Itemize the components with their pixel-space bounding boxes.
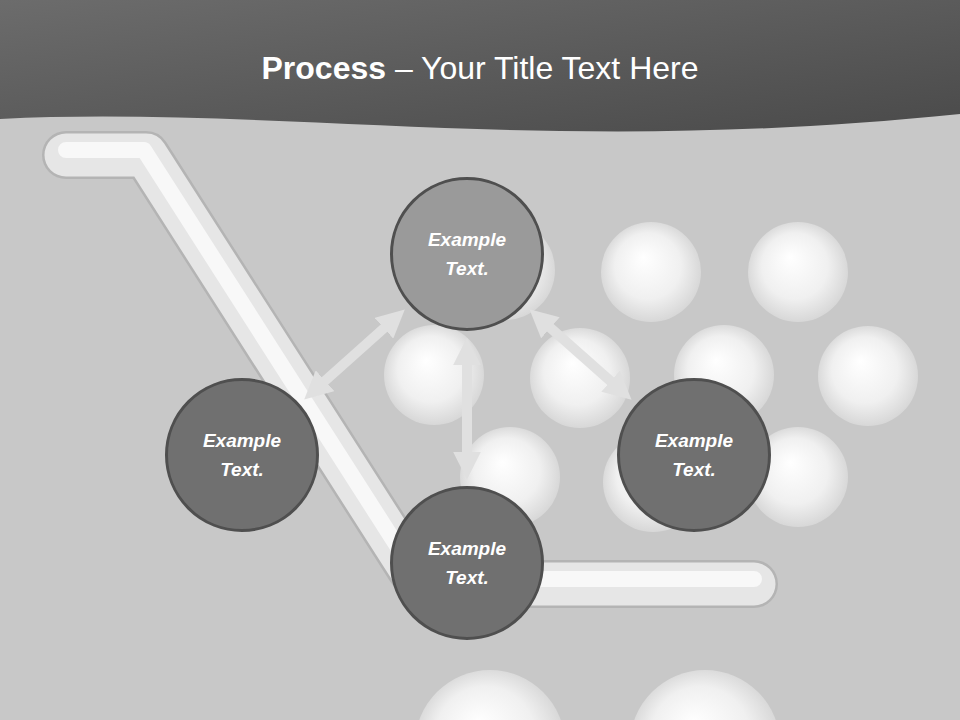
circle-outline	[390, 177, 544, 331]
title-rest: – Your Title Text Here	[386, 50, 698, 86]
process-circle: Example Text.	[617, 378, 771, 532]
double-arrow	[544, 322, 617, 386]
node-text-box: Example Text.	[412, 534, 522, 592]
title-bold: Process	[261, 50, 386, 86]
node-label: Example Text.	[639, 426, 749, 484]
node-label: Example Text.	[412, 534, 522, 592]
circle-shape	[392, 488, 543, 639]
node-label: Example Text.	[187, 426, 297, 484]
slide-title: Process – Your Title Text Here	[0, 50, 960, 87]
circle-outline	[165, 378, 319, 532]
process-circle: Example Text.	[165, 378, 319, 532]
ball	[818, 326, 918, 426]
circle-shape	[619, 380, 770, 531]
node-label: Example Text.	[412, 225, 522, 283]
node-text-box: Example Text.	[639, 426, 749, 484]
circle-outline	[390, 486, 544, 640]
circle-shape	[392, 179, 543, 330]
ball	[748, 222, 848, 322]
node-text-box: Example Text.	[412, 225, 522, 283]
process-circle: Example Text.	[390, 177, 544, 331]
double-arrow	[319, 323, 390, 387]
ball	[601, 222, 701, 322]
ball	[530, 328, 630, 428]
node-text-box: Example Text.	[187, 426, 297, 484]
process-circle: Example Text.	[390, 486, 544, 640]
circle-shape	[167, 380, 318, 531]
ball	[415, 670, 565, 720]
circle-outline	[617, 378, 771, 532]
double-arrow	[462, 357, 472, 460]
header-band	[0, 0, 960, 131]
ball	[630, 670, 780, 720]
